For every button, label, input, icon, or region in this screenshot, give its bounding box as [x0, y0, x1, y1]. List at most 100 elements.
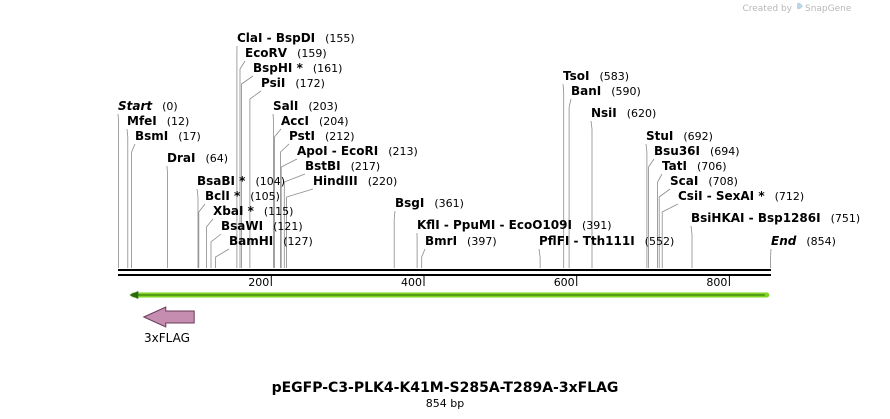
- ruler-tick-label: 600: [554, 276, 575, 289]
- site-position: (620): [627, 107, 657, 120]
- site-position: (397): [467, 235, 497, 248]
- site-position: (220): [368, 175, 398, 188]
- site-position: (203): [308, 100, 338, 113]
- site-name: PstI: [289, 129, 315, 143]
- site-name: Start: [118, 99, 153, 113]
- restriction-site-label[interactable]: StuI (692): [646, 129, 713, 143]
- restriction-site-label[interactable]: PsiI(172): [261, 76, 325, 90]
- restriction-site-label[interactable]: BspHI * (161): [253, 61, 342, 75]
- site-position: (583): [599, 70, 629, 83]
- restriction-site-label[interactable]: End(854): [771, 234, 836, 248]
- restriction-site-label[interactable]: ScaI(708): [670, 174, 738, 188]
- site-position: (161): [313, 62, 343, 75]
- site-leader-line: [206, 218, 214, 268]
- restriction-site-label[interactable]: KflI - PpuMI - EcoO109I(391): [417, 218, 612, 232]
- site-position: (121): [273, 220, 303, 233]
- site-position: (692): [683, 130, 713, 143]
- site-name: BclI *: [205, 189, 241, 203]
- restriction-site-label[interactable]: BsgI(361): [395, 196, 464, 210]
- restriction-site-label[interactable]: BstBI(217): [305, 159, 380, 173]
- site-name: BsmI: [135, 129, 168, 143]
- restriction-site-label[interactable]: TatI (706): [662, 159, 727, 173]
- site-name: MfeI: [127, 114, 157, 128]
- site-leader-line: [117, 113, 119, 268]
- restriction-site-label[interactable]: MfeI (12): [127, 114, 189, 128]
- restriction-site-label[interactable]: XbaI *(115): [213, 204, 293, 218]
- site-leader-line: [241, 75, 254, 268]
- site-leader-line: [421, 248, 426, 268]
- created-by-text: Created by: [742, 4, 792, 14]
- restriction-site-label[interactable]: BanI(590): [571, 84, 641, 98]
- ruler-tick-label: 200: [248, 276, 269, 289]
- site-name: KflI - PpuMI - EcoO109I: [417, 218, 572, 232]
- restriction-site-label[interactable]: DraI (64): [167, 151, 228, 165]
- restriction-site-label[interactable]: HindIII (220): [313, 174, 397, 188]
- site-position: (0): [162, 100, 178, 113]
- site-leader-line: [198, 203, 206, 268]
- site-position: (159): [297, 47, 327, 60]
- site-leader-line: [196, 188, 199, 268]
- restriction-site-label[interactable]: PflFI - Tth111I(552): [539, 234, 674, 248]
- site-position: (64): [205, 152, 228, 165]
- site-name: BsaWI: [221, 219, 263, 233]
- site-name: SalI: [273, 99, 298, 113]
- restriction-site-label[interactable]: NsiI(620): [591, 106, 656, 120]
- site-leader-line: [286, 188, 314, 268]
- site-name: DraI: [167, 151, 195, 165]
- restriction-site-label[interactable]: BmrI(397): [425, 234, 497, 248]
- site-position: (708): [708, 175, 738, 188]
- site-name: BsaBI *: [197, 174, 246, 188]
- site-position: (694): [710, 145, 740, 158]
- restriction-site-label[interactable]: TsoI(583): [563, 69, 629, 83]
- restriction-site-label[interactable]: BamHI(127): [229, 234, 313, 248]
- site-position: (706): [697, 160, 727, 173]
- site-name: StuI: [646, 129, 673, 143]
- site-leader-line: [590, 120, 593, 268]
- plasmid-name: pEGFP-C3-PLK4-K41M-S285A-T289A-3xFLAG: [272, 380, 619, 396]
- restriction-site-label[interactable]: BsiHKAI - Bsp1286I(751): [691, 211, 860, 225]
- site-leader-line: [210, 233, 222, 268]
- site-labels: Start(0)MfeI(12)BsmI(17)DraI(64)BsaBI *(…: [118, 31, 860, 248]
- restriction-site-label[interactable]: ClaI - BspDI (155): [237, 31, 355, 45]
- site-position: (155): [325, 32, 355, 45]
- site-leader-line: [280, 158, 298, 268]
- restriction-site-label[interactable]: BsaWI (121): [221, 219, 303, 233]
- site-leader-line: [166, 165, 168, 268]
- snapgene-logo-icon: [797, 3, 803, 9]
- restriction-site-label[interactable]: BclI *(105): [205, 189, 280, 203]
- site-name: XbaI *: [213, 204, 255, 218]
- site-leader-line: [280, 143, 290, 268]
- restriction-site-label[interactable]: AccI(204): [281, 114, 349, 128]
- restriction-site-label[interactable]: Start (0): [118, 99, 178, 113]
- restriction-site-label[interactable]: BsaBI *(104): [197, 174, 285, 188]
- site-leader-line: [215, 248, 230, 268]
- restriction-site-label[interactable]: PstI(212): [289, 129, 355, 143]
- site-name: ClaI - BspDI: [237, 31, 315, 45]
- site-position: (854): [806, 235, 836, 248]
- site-position: (127): [283, 235, 313, 248]
- site-leader-line: [690, 225, 693, 268]
- restriction-site-label[interactable]: EcoRV(159): [245, 46, 327, 60]
- tag-feature-arrow[interactable]: [142, 306, 195, 328]
- site-leader-line: [658, 188, 671, 268]
- restriction-site-label[interactable]: BsmI(17): [135, 129, 201, 143]
- site-position: (361): [434, 197, 464, 210]
- site-leader-line: [274, 128, 282, 268]
- restriction-site-label[interactable]: CsiI - SexAI *(712): [678, 189, 804, 203]
- site-leader-line: [393, 210, 396, 268]
- site-name: BsiHKAI - Bsp1286I: [691, 211, 821, 225]
- site-name: TatI: [662, 159, 687, 173]
- site-leader-line: [648, 158, 655, 268]
- site-name: HindIII: [313, 174, 358, 188]
- restriction-site-label[interactable]: Bsu36I(694): [654, 144, 740, 158]
- restriction-site-label[interactable]: SalI (203): [273, 99, 338, 113]
- site-name: BspHI *: [253, 61, 304, 75]
- site-leader-line: [645, 143, 648, 268]
- site-position: (172): [295, 77, 325, 90]
- site-name: CsiI - SexAI *: [678, 189, 765, 203]
- site-name: PflFI - Tth111I: [539, 234, 635, 248]
- site-position: (12): [167, 115, 190, 128]
- site-leader-lines: [117, 45, 772, 268]
- restriction-site-label[interactable]: ApoI - EcoRI(213): [297, 144, 418, 158]
